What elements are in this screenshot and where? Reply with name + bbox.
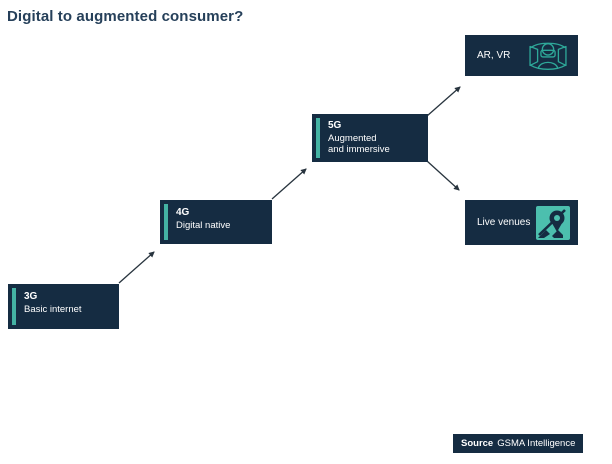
node-label: 4G [176, 207, 190, 218]
node-sublabel: Augmented and immersive [328, 132, 390, 156]
arrow-4g-to-5g [271, 168, 307, 200]
node-text: 5G Augmented and immersive [328, 120, 424, 156]
node-text: 3G Basic internet [24, 291, 115, 315]
node-sublabel: Digital native [176, 219, 231, 231]
arrow-5g-to-live-venues [426, 160, 460, 191]
outcome-label: Live venues [477, 217, 531, 228]
node-5g: 5G Augmented and immersive [312, 114, 428, 162]
accent-bar [316, 118, 320, 158]
node-4g: 4G Digital native [160, 200, 272, 244]
arrow-5g-to-ar-vr [426, 86, 461, 117]
node-text: 4G Digital native [176, 207, 268, 231]
node-label: 5G [328, 120, 342, 131]
outcome-live-venues: Live venues [465, 200, 578, 245]
accent-bar [12, 288, 16, 325]
node-3g: 3G Basic internet [8, 284, 119, 329]
outcome-label: AR, VR [477, 50, 511, 61]
node-sublabel: Basic internet [24, 303, 82, 315]
page-title: Digital to augmented consumer? [7, 8, 244, 25]
accent-bar [164, 204, 168, 240]
map-location-pin-icon [536, 205, 570, 240]
source-label: Source [461, 438, 494, 449]
outcome-ar-vr: AR, VR [465, 35, 578, 76]
source-text: GSMA Intelligence [497, 438, 576, 449]
vr-headset-icon [529, 42, 567, 70]
arrow-3g-to-4g [118, 251, 155, 284]
node-label: 3G [24, 291, 38, 302]
